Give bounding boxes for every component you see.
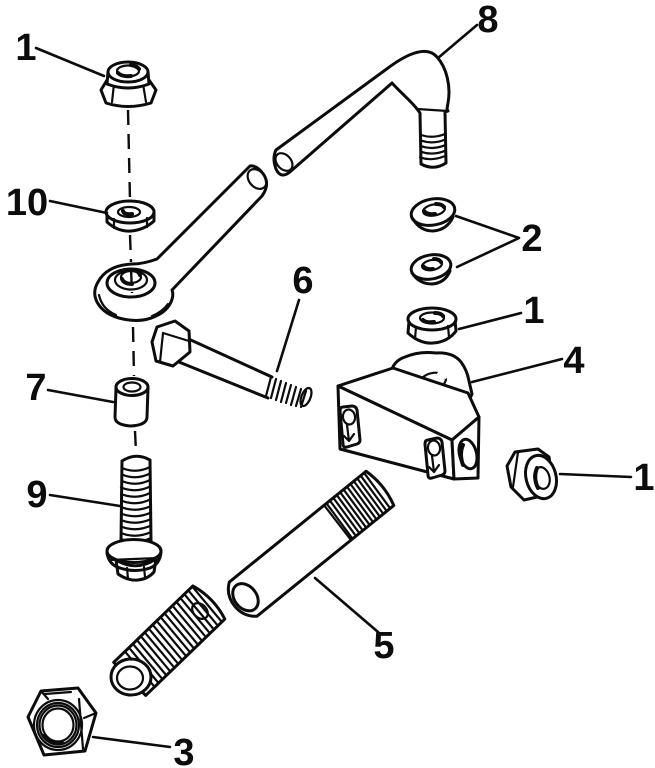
callout-label-10: 10 bbox=[6, 182, 48, 224]
washer-rim bbox=[411, 215, 455, 233]
callout-label-3: 3 bbox=[173, 732, 194, 768]
washer-hole-shadow bbox=[421, 257, 443, 272]
callout-leader-4 bbox=[470, 357, 564, 384]
arm-tip-detail bbox=[246, 168, 268, 190]
spacer-top bbox=[114, 377, 150, 397]
nut-insert-shadow bbox=[116, 63, 141, 79]
arm-plate-step bbox=[97, 293, 170, 318]
callout-label-6: 6 bbox=[292, 260, 313, 302]
bolt-threads bbox=[264, 375, 308, 409]
part-flange-bolt bbox=[105, 454, 163, 582]
tube-threads bbox=[325, 472, 391, 540]
part-swivel-block bbox=[336, 351, 481, 481]
part-link-rod bbox=[272, 50, 451, 177]
sidenut-facet bbox=[511, 450, 520, 489]
jamnut-hole bbox=[116, 205, 142, 219]
spacer-bore bbox=[122, 381, 142, 393]
threaded-tube-bore-inner bbox=[115, 665, 145, 691]
rod-outline bbox=[272, 50, 451, 177]
callout-leader-1 bbox=[34, 46, 106, 78]
block-slot-left-pin bbox=[342, 423, 356, 443]
arm-eye-hole-shadow bbox=[120, 268, 142, 286]
nut-top bbox=[406, 306, 458, 332]
callout-leader-9 bbox=[48, 493, 122, 508]
part-hex-nut-large bbox=[26, 686, 98, 757]
sidenut-insert-shadow bbox=[533, 466, 540, 490]
bolt9-flange-rim bbox=[105, 550, 163, 572]
bolt-tip bbox=[299, 386, 313, 408]
bolt9-threads bbox=[119, 465, 153, 543]
block-tab-hole-gap bbox=[436, 369, 449, 380]
washer-rim bbox=[410, 269, 452, 286]
jamnut-hole-shadow bbox=[121, 209, 134, 217]
spacer-body bbox=[113, 386, 150, 428]
callout-leader-1 bbox=[457, 311, 523, 331]
centerline-segment bbox=[128, 234, 133, 263]
rod-stud-threads bbox=[418, 132, 447, 161]
tube-bore bbox=[231, 582, 260, 613]
centerline-through-eye bbox=[129, 267, 134, 294]
callout-label-2: 2 bbox=[521, 218, 542, 260]
callout-leader-5 bbox=[313, 576, 380, 634]
bignut-bore-shadow bbox=[42, 734, 64, 746]
threaded-tube-start-oval bbox=[191, 602, 209, 620]
centerline-segment bbox=[133, 430, 138, 453]
bolt-shank bbox=[172, 334, 274, 400]
assembly-centerline bbox=[126, 109, 138, 453]
callout-leader-10 bbox=[48, 199, 109, 215]
callout-leader-3 bbox=[91, 735, 172, 749]
part-steering-arm bbox=[93, 164, 269, 322]
callout-label-5: 5 bbox=[373, 625, 394, 667]
bignut-thread-ring-1 bbox=[35, 701, 81, 749]
part-jam-nut bbox=[104, 199, 156, 233]
block-end-hole-shadow bbox=[459, 443, 465, 467]
callout-label-9: 9 bbox=[26, 474, 47, 516]
callout-label-1: 1 bbox=[633, 457, 654, 499]
callout-leader-7 bbox=[46, 388, 115, 404]
part-connector-tube bbox=[226, 469, 396, 618]
bolt-head bbox=[150, 319, 192, 368]
washer-hole-shadow bbox=[422, 202, 446, 217]
block-slot-right-clip bbox=[426, 439, 442, 457]
callout-label-8: 8 bbox=[477, 0, 498, 41]
callout-label-4: 4 bbox=[563, 340, 584, 382]
bolt-head-facets bbox=[158, 331, 191, 364]
bolt9-flange-line bbox=[107, 556, 161, 562]
centerline-segment bbox=[126, 109, 132, 201]
part-locknut-middle bbox=[406, 306, 458, 345]
part-clamp-bolt bbox=[150, 319, 313, 409]
bolt9-hex-facets bbox=[125, 565, 147, 581]
callout-label-1: 1 bbox=[523, 290, 544, 332]
part-flange-locknut-top bbox=[99, 60, 158, 108]
nut-hole-shadow bbox=[421, 311, 445, 325]
callout-leader-1 bbox=[558, 472, 633, 479]
bignut-bore-outer bbox=[32, 698, 84, 752]
centerline-segment bbox=[131, 326, 136, 377]
nut-facets bbox=[413, 324, 451, 341]
sidenut-insert-outer bbox=[524, 453, 558, 501]
callout-leader-6 bbox=[275, 298, 301, 373]
bignut-chamfer bbox=[43, 690, 73, 696]
rod-end-oval bbox=[274, 152, 294, 172]
part-flat-washer-lower bbox=[409, 253, 453, 286]
callout-label-1: 1 bbox=[15, 27, 36, 69]
block-slot-right-pin bbox=[427, 454, 441, 474]
callout-leader-2 bbox=[454, 214, 521, 269]
jamnut-facets bbox=[112, 216, 149, 230]
block-slot-left-clip bbox=[341, 408, 357, 426]
arm-outline bbox=[93, 164, 269, 322]
part-spacer-bushing bbox=[113, 377, 150, 428]
part-locknut-side bbox=[505, 447, 558, 502]
tube-thread-boundary bbox=[323, 504, 353, 542]
callout-leader-8 bbox=[436, 23, 479, 60]
callout-label-7: 7 bbox=[25, 367, 46, 409]
part-flat-washer-upper bbox=[409, 197, 457, 233]
rod-shoulder-line bbox=[415, 107, 450, 113]
